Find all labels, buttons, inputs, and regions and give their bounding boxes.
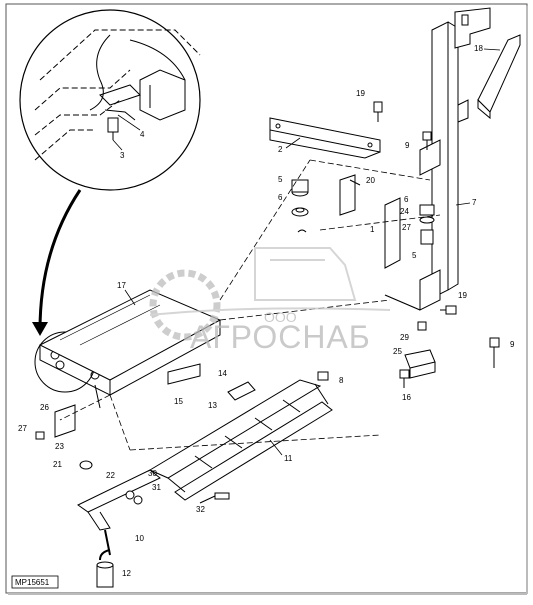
watermark-logo: ООО АГРОСНАБ	[149, 247, 391, 355]
part-ladder: 11	[148, 379, 333, 501]
assembly-dashed-lines	[59, 159, 441, 451]
callout-31: 31	[152, 483, 161, 492]
callout-25: 25	[393, 347, 402, 356]
callout-29: 29	[400, 333, 409, 342]
callout-30: 30	[148, 469, 157, 478]
callout-26: 26	[40, 403, 49, 412]
callout-7: 7	[472, 198, 477, 207]
part-bolt-9-upper: 9	[405, 131, 432, 150]
detail-inset-top: 4 3	[19, 9, 201, 191]
callout-9-upper: 9	[405, 141, 410, 150]
callout-20: 20	[366, 176, 375, 185]
callout-8: 8	[339, 376, 344, 385]
callout-10: 10	[135, 534, 144, 543]
part-bolts-mid: 19 29	[384, 291, 467, 342]
detail-arrow	[38, 189, 82, 331]
callout-18: 18	[474, 44, 483, 53]
watermark-prefix: ООО	[264, 309, 297, 325]
part-side-bracket: 1	[370, 197, 401, 269]
part-bolt-upper: 19	[356, 89, 383, 122]
callout-24: 24	[400, 207, 409, 216]
part-bushings-right: 6 24 27 5	[400, 195, 435, 260]
callout-17: 17	[117, 281, 126, 290]
callout-19-lower: 19	[458, 291, 467, 300]
callout-5-right: 5	[412, 251, 417, 260]
callout-22: 22	[106, 471, 115, 480]
callout-3: 3	[120, 151, 125, 160]
callout-6-left: 6	[278, 193, 283, 202]
callout-9-lower: 9	[510, 340, 515, 349]
callout-11: 11	[284, 454, 293, 463]
callout-21: 21	[53, 460, 62, 469]
part-bracket-top-right: 18	[474, 34, 521, 120]
watermark-name: АГРОСНАБ	[190, 319, 371, 355]
callout-27-lower: 27	[18, 424, 27, 433]
callout-5-left: 5	[278, 175, 283, 184]
callout-14: 14	[218, 369, 227, 378]
callout-13: 13	[208, 401, 217, 410]
part-lower-bracket: 25 16 9	[393, 337, 515, 402]
callout-12: 12	[122, 569, 131, 578]
figure-code-box: MP15651	[11, 575, 59, 589]
callout-6-right: 6	[404, 195, 409, 204]
part-clip: 20	[339, 174, 375, 216]
callout-27-upper: 27	[402, 223, 411, 232]
part-bottom-hardware: 30 31 32	[125, 469, 230, 514]
callout-15: 15	[174, 397, 183, 406]
callout-19-top: 19	[356, 89, 365, 98]
part-bushings-left: 5 6	[278, 175, 309, 233]
callout-23: 23	[55, 442, 64, 451]
part-left-hardware: 26 27 23 21 22	[18, 403, 115, 480]
part-panel: 2	[269, 117, 381, 159]
callout-16: 16	[402, 393, 411, 402]
callout-4: 4	[140, 130, 145, 139]
callout-32: 32	[196, 505, 205, 514]
part-small-items: 8 14 13 15	[167, 363, 344, 410]
callout-2: 2	[278, 145, 283, 154]
figure-code: MP15651	[15, 578, 50, 587]
part-vertical-post: 7	[419, 7, 491, 311]
callout-1: 1	[370, 225, 375, 234]
part-lower-frame: 10 12	[77, 469, 161, 588]
